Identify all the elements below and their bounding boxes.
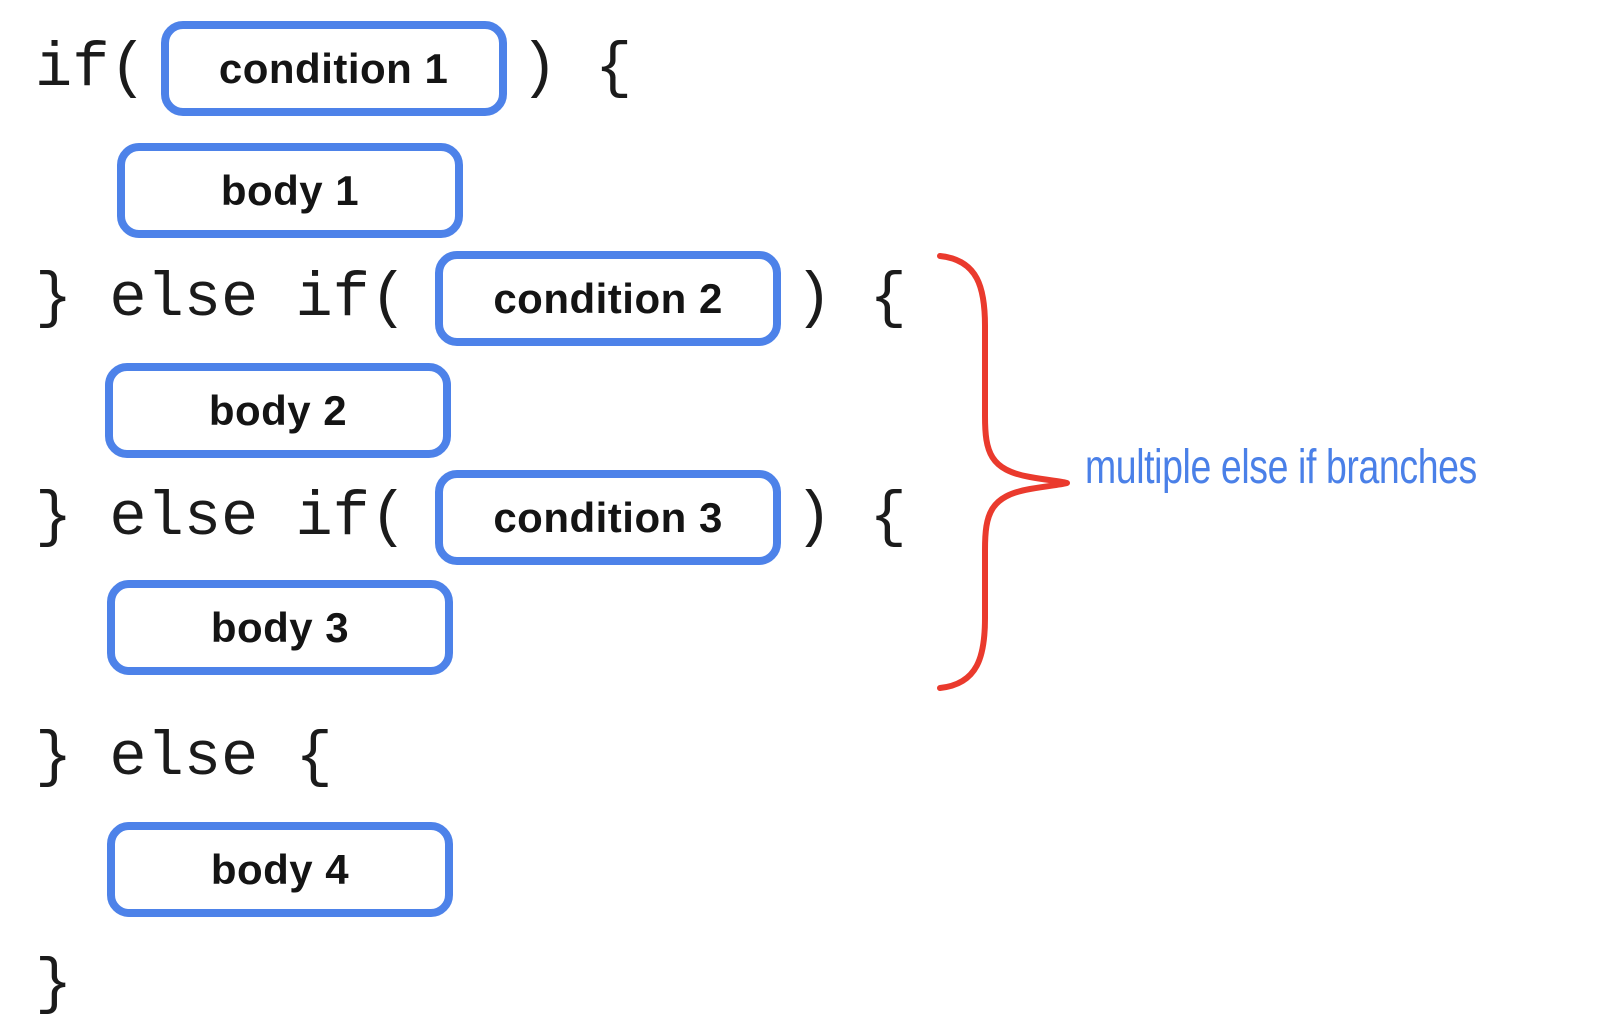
body-1-label: body 1: [220, 166, 360, 214]
body-3-label: body 3: [210, 603, 350, 651]
code-line-closing-brace: }: [35, 937, 72, 1032]
code-if-open: if(: [35, 33, 147, 104]
code-line-else: } else {: [35, 710, 333, 805]
condition-3-box: condition 3: [435, 470, 782, 565]
body-1-row: body 1: [117, 143, 463, 238]
code-else: } else {: [35, 722, 333, 793]
body-3-row: body 3: [107, 580, 453, 675]
code-if-close: ) {: [520, 33, 633, 104]
condition-1-box: condition 1: [160, 21, 507, 116]
code-line-elseif-1: } else if( condition 2 ) {: [35, 251, 907, 346]
code-closing-brace: }: [35, 949, 73, 1020]
code-elseif-close: ) {: [795, 263, 907, 334]
body-2-label: body 2: [208, 386, 348, 434]
code-elseif-open: } else if(: [35, 482, 408, 553]
body-4-box: body 4: [107, 822, 453, 917]
condition-2-label: condition 2: [493, 274, 723, 322]
condition-3-label: condition 3: [493, 493, 723, 541]
code-elseif-open: } else if(: [35, 263, 408, 334]
body-4-label: body 4: [210, 845, 350, 893]
body-2-row: body 2: [105, 363, 451, 458]
body-4-row: body 4: [107, 822, 453, 917]
condition-2-box: condition 2: [435, 251, 782, 346]
code-line-if: if( condition 1 ) {: [35, 21, 632, 116]
condition-1-label: condition 1: [218, 44, 449, 92]
annotation-brace-icon: [937, 253, 1070, 691]
body-1-box: body 1: [117, 143, 463, 238]
code-line-elseif-2: } else if( condition 3 ) {: [35, 470, 907, 565]
code-elseif-close: ) {: [795, 482, 907, 553]
body-2-box: body 2: [105, 363, 451, 458]
annotation-label: multiple else if branches: [1085, 441, 1477, 494]
body-3-box: body 3: [107, 580, 453, 675]
